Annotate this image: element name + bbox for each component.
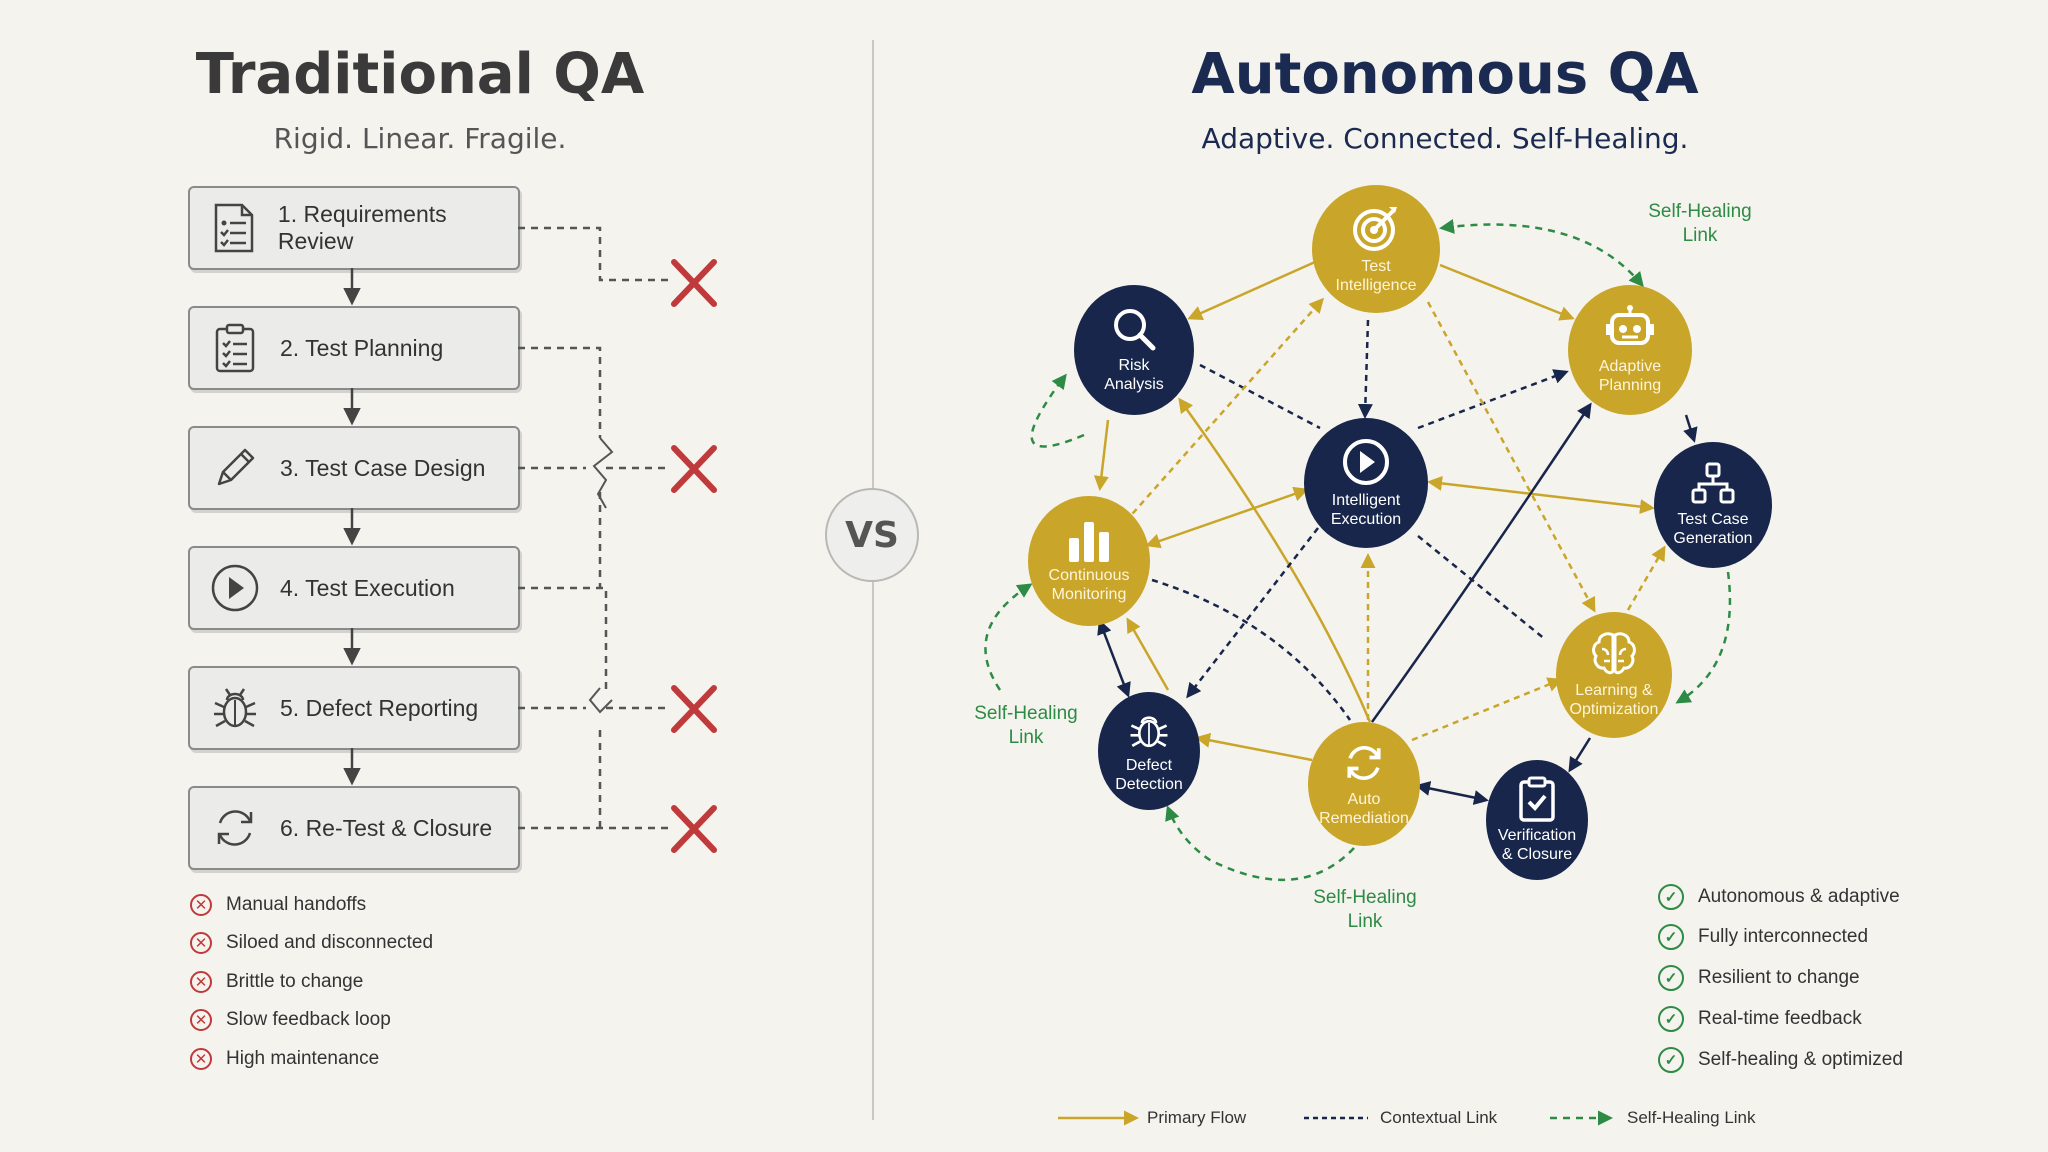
pro-label: Resilient to change xyxy=(1698,967,1860,988)
node-auto-remediation: Auto Remediation xyxy=(1308,722,1420,846)
bug-icon xyxy=(1130,716,1168,748)
refresh-icon xyxy=(210,803,260,853)
con-label: Manual handoffs xyxy=(226,894,367,915)
bar-chart-icon xyxy=(1069,522,1109,562)
x-circle-icon: ✕ xyxy=(190,1048,212,1070)
clipboard-icon xyxy=(210,323,260,373)
autonomous-qa-title: Autonomous QA xyxy=(1191,42,1699,107)
node-label: Adaptive Planning xyxy=(1598,358,1662,394)
target-icon xyxy=(1353,207,1397,251)
pro-label: Self-healing & optimized xyxy=(1698,1049,1903,1070)
pro-label: Fully interconnected xyxy=(1698,926,1869,947)
node-adaptive-planning: Adaptive Planning xyxy=(1568,285,1692,415)
node-continuous-monitoring: Continuous Monitoring xyxy=(1028,496,1150,626)
pro-label: Autonomous & adaptive xyxy=(1698,886,1900,907)
step-label: 1. Requirements Review xyxy=(277,201,447,254)
step-label: 4. Test Execution xyxy=(280,574,455,601)
node-risk-analysis: Risk Analysis xyxy=(1074,285,1194,415)
node-label: Learning & Optimization xyxy=(1569,682,1659,718)
node-label: Auto Remediation xyxy=(1319,791,1409,827)
check-circle-icon: ✓ xyxy=(1658,1006,1684,1032)
traditional-flow-connectors xyxy=(343,226,717,853)
step-label: 3. Test Case Design xyxy=(280,454,486,481)
self-healing-link-label: Self-Healing Link xyxy=(974,703,1078,748)
play-circle-icon xyxy=(1343,439,1389,485)
self-healing-link-label: Self-Healing Link xyxy=(1313,887,1417,932)
play-icon xyxy=(210,563,260,613)
step-retest-closure: 6. Re-Test & Closure xyxy=(188,786,520,870)
step-label: 5. Defect Reporting xyxy=(280,694,479,721)
x-circle-icon: ✕ xyxy=(190,894,212,916)
con-label: Slow feedback loop xyxy=(226,1009,391,1030)
node-label: Risk Analysis xyxy=(1104,357,1164,393)
node-defect-detection: Defect Detection xyxy=(1098,692,1200,810)
step-defect-reporting: 5. Defect Reporting xyxy=(188,666,520,750)
node-label: Continuous Monitoring xyxy=(1048,567,1130,603)
con-label: Siloed and disconnected xyxy=(226,932,434,953)
step-requirements-review: 1. Requirements Review xyxy=(188,186,520,270)
step-test-case-design: 3. Test Case Design xyxy=(188,426,520,510)
con-item: ✕ Siloed and disconnected xyxy=(190,932,433,954)
con-item: ✕ High maintenance xyxy=(190,1048,379,1070)
con-item: ✕ Slow feedback loop xyxy=(190,1009,391,1031)
legend-self-healing-label: Self-Healing Link xyxy=(1627,1108,1756,1127)
legend-primary-label: Primary Flow xyxy=(1147,1108,1247,1127)
node-test-case-generation: Test Case Generation xyxy=(1654,442,1772,568)
con-item: ✕ Brittle to change xyxy=(190,971,363,993)
node-label: Test Case Generation xyxy=(1673,511,1753,547)
node-label: Defect Detection xyxy=(1115,757,1183,793)
node-test-intelligence: Test Intelligence xyxy=(1312,185,1440,313)
node-label: Intelligent Execution xyxy=(1330,492,1402,528)
x-circle-icon: ✕ xyxy=(190,1009,212,1031)
vs-badge: VS xyxy=(825,488,919,582)
check-circle-icon: ✓ xyxy=(1658,1047,1684,1073)
robot-icon xyxy=(1606,305,1654,345)
bug-icon xyxy=(210,683,260,733)
check-circle-icon: ✓ xyxy=(1658,884,1684,910)
node-intelligent-execution: Intelligent Execution xyxy=(1304,418,1428,548)
refresh-icon xyxy=(1347,745,1381,781)
con-item: ✕ Manual handoffs xyxy=(190,894,366,916)
pro-item: ✓ Autonomous & adaptive xyxy=(1658,884,1900,910)
pro-label: Real-time feedback xyxy=(1698,1008,1862,1029)
step-test-execution: 4. Test Execution xyxy=(188,546,520,630)
autonomous-qa-subtitle: Adaptive. Connected. Self-Healing. xyxy=(1201,122,1689,155)
node-label: Verification & Closure xyxy=(1497,827,1577,863)
x-circle-icon: ✕ xyxy=(190,971,212,993)
step-test-planning: 2. Test Planning xyxy=(188,306,520,390)
check-circle-icon: ✓ xyxy=(1658,965,1684,991)
traditional-qa-subtitle: Rigid. Linear. Fragile. xyxy=(273,122,567,155)
con-label: High maintenance xyxy=(226,1048,380,1069)
pro-item: ✓ Real-time feedback xyxy=(1658,1006,1862,1032)
step-label: 6. Re-Test & Closure xyxy=(280,814,493,841)
pro-item: ✓ Self-healing & optimized xyxy=(1658,1047,1903,1073)
node-label: Test Intelligence xyxy=(1335,258,1417,294)
pro-item: ✓ Resilient to change xyxy=(1658,965,1860,991)
clipboard-check-icon xyxy=(1519,776,1555,822)
x-circle-icon: ✕ xyxy=(190,932,212,954)
pro-item: ✓ Fully interconnected xyxy=(1658,924,1868,950)
node-verification-closure: Verification & Closure xyxy=(1486,760,1588,880)
vs-label: VS xyxy=(845,514,899,556)
self-healing-link-label: Self-Healing Link xyxy=(1648,201,1752,246)
document-checklist-icon xyxy=(210,203,258,253)
con-label: Brittle to change xyxy=(226,971,364,992)
legend-swatches xyxy=(1058,1110,1613,1126)
brain-icon xyxy=(1592,632,1636,675)
traditional-qa-title: Traditional QA xyxy=(195,42,645,107)
check-circle-icon: ✓ xyxy=(1658,924,1684,950)
pencil-icon xyxy=(210,443,260,493)
network-nodes-icon xyxy=(1691,462,1735,504)
legend-contextual-label: Contextual Link xyxy=(1380,1108,1498,1127)
node-learning-optimization: Learning & Optimization xyxy=(1556,612,1672,738)
step-label: 2. Test Planning xyxy=(280,334,444,361)
magnifier-icon xyxy=(1114,309,1156,351)
